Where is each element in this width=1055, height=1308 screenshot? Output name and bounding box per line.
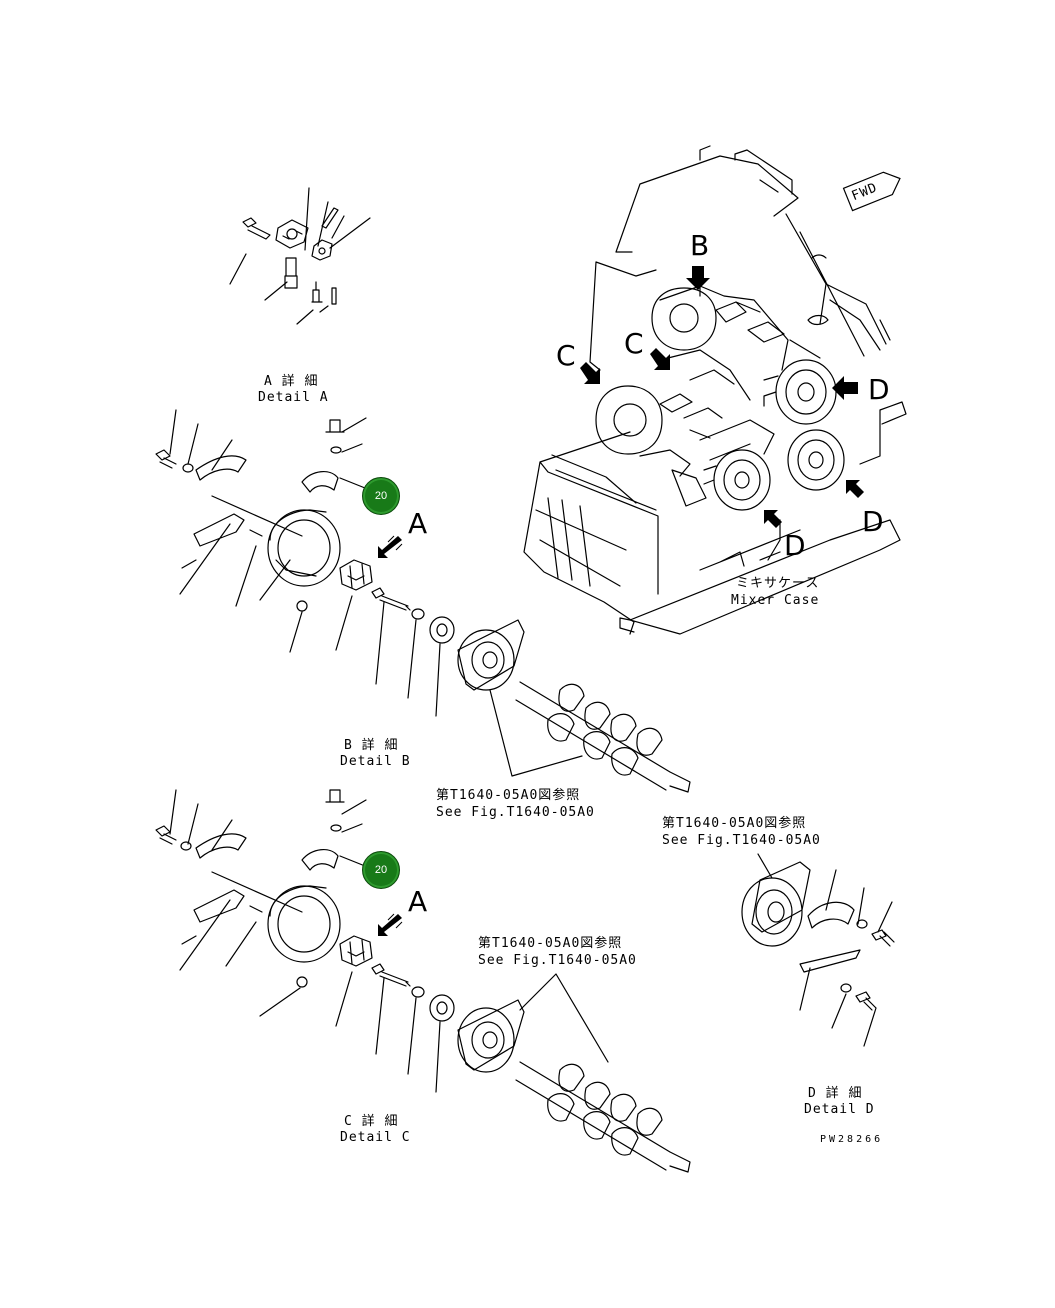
reference-c-jp: 第T1640-05A0図参照 <box>478 936 623 951</box>
detail-c-label-en: Detail C <box>340 1130 411 1145</box>
view-arrow-a-upper-icon <box>378 535 403 558</box>
detail-b-parts <box>155 409 691 793</box>
view-arrow-d-bottom <box>764 510 782 528</box>
view-arrow-b <box>686 266 710 290</box>
detail-c-label-jp: C 詳 細 <box>344 1114 399 1129</box>
reference-c-en: See Fig.T1640-05A0 <box>478 953 637 968</box>
view-letter-d-right: D <box>862 505 884 538</box>
mixer-case-drawing <box>523 145 907 635</box>
detail-a-label-jp: A 詳 細 <box>264 374 319 389</box>
fwd-indicator: FWD <box>842 166 906 212</box>
detail-a-parts <box>229 187 371 325</box>
view-arrow-d-upper <box>832 376 858 400</box>
d-disc-upper <box>763 359 837 425</box>
detail-c-parts <box>155 789 691 1173</box>
reference-d-jp: 第T1640-05A0図参照 <box>662 816 807 831</box>
detail-d-label-jp: D 詳 細 <box>808 1086 863 1101</box>
view-letter-c-left: C <box>556 339 576 372</box>
detail-d-label-en: Detail D <box>804 1102 875 1117</box>
d-disc-lower-left <box>703 449 771 511</box>
view-letter-d-bottom: D <box>784 529 806 562</box>
view-letter-a-lower: A <box>408 885 428 918</box>
view-arrow-d-right <box>846 480 864 498</box>
mixer-case-label-en: Mixer Case <box>731 593 820 608</box>
view-letter-d-upper: D <box>868 373 890 406</box>
callout-20-upper[interactable]: 20 <box>362 477 400 515</box>
view-letter-a-upper: A <box>408 507 428 540</box>
callout-20-lower[interactable]: 20 <box>362 851 400 889</box>
view-arrow-c-left <box>580 362 600 384</box>
view-arrow-c-right <box>650 348 670 370</box>
view-letter-b: B <box>690 229 710 262</box>
detail-b-label-jp: B 詳 細 <box>344 738 399 753</box>
drawing-code: PW28266 <box>820 1134 884 1145</box>
reference-d-en: See Fig.T1640-05A0 <box>662 833 821 848</box>
fwd-arrow-icon <box>842 171 901 212</box>
view-letter-c-right: C <box>624 327 644 360</box>
mixer-case-label-jp: ミキサケース <box>736 576 820 591</box>
view-arrow-a-lower-icon <box>378 913 403 936</box>
detail-b-label-en: Detail B <box>340 754 411 769</box>
reference-b-jp: 第T1640-05A0図参照 <box>436 788 581 803</box>
detail-d-parts <box>741 853 895 1047</box>
reference-b-en: See Fig.T1640-05A0 <box>436 805 595 820</box>
d-disc-lower-right <box>787 429 845 491</box>
detail-a-label-en: Detail A <box>258 390 329 405</box>
